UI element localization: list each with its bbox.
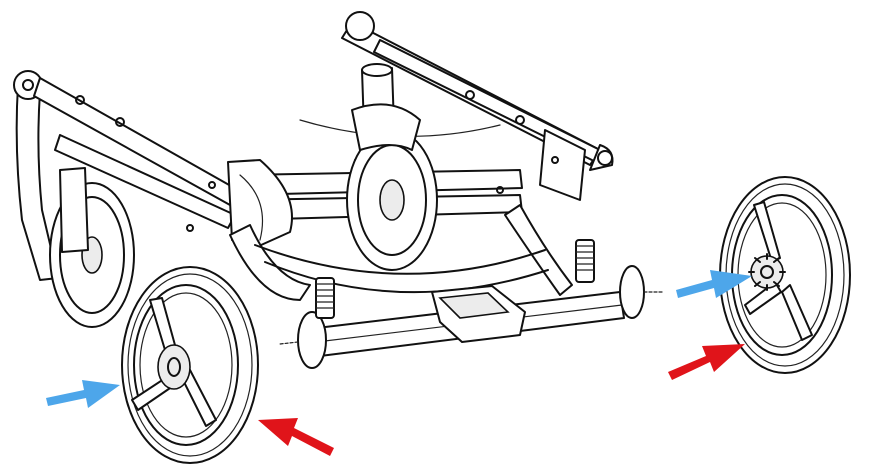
front-swivel-wheel-left <box>49 167 135 328</box>
rear-wheel-right <box>719 176 851 374</box>
suspension-spring-right <box>575 239 595 283</box>
red-arrow-right <box>668 344 745 380</box>
suspension-spring-left <box>315 277 335 319</box>
blue-arrow-right <box>676 270 752 298</box>
red-arrow-left <box>258 418 334 456</box>
rear-axle <box>279 265 663 369</box>
rear-wheel-left <box>121 266 259 464</box>
front-swivel-wheel-right <box>346 103 438 271</box>
blue-arrow-left <box>46 380 120 408</box>
